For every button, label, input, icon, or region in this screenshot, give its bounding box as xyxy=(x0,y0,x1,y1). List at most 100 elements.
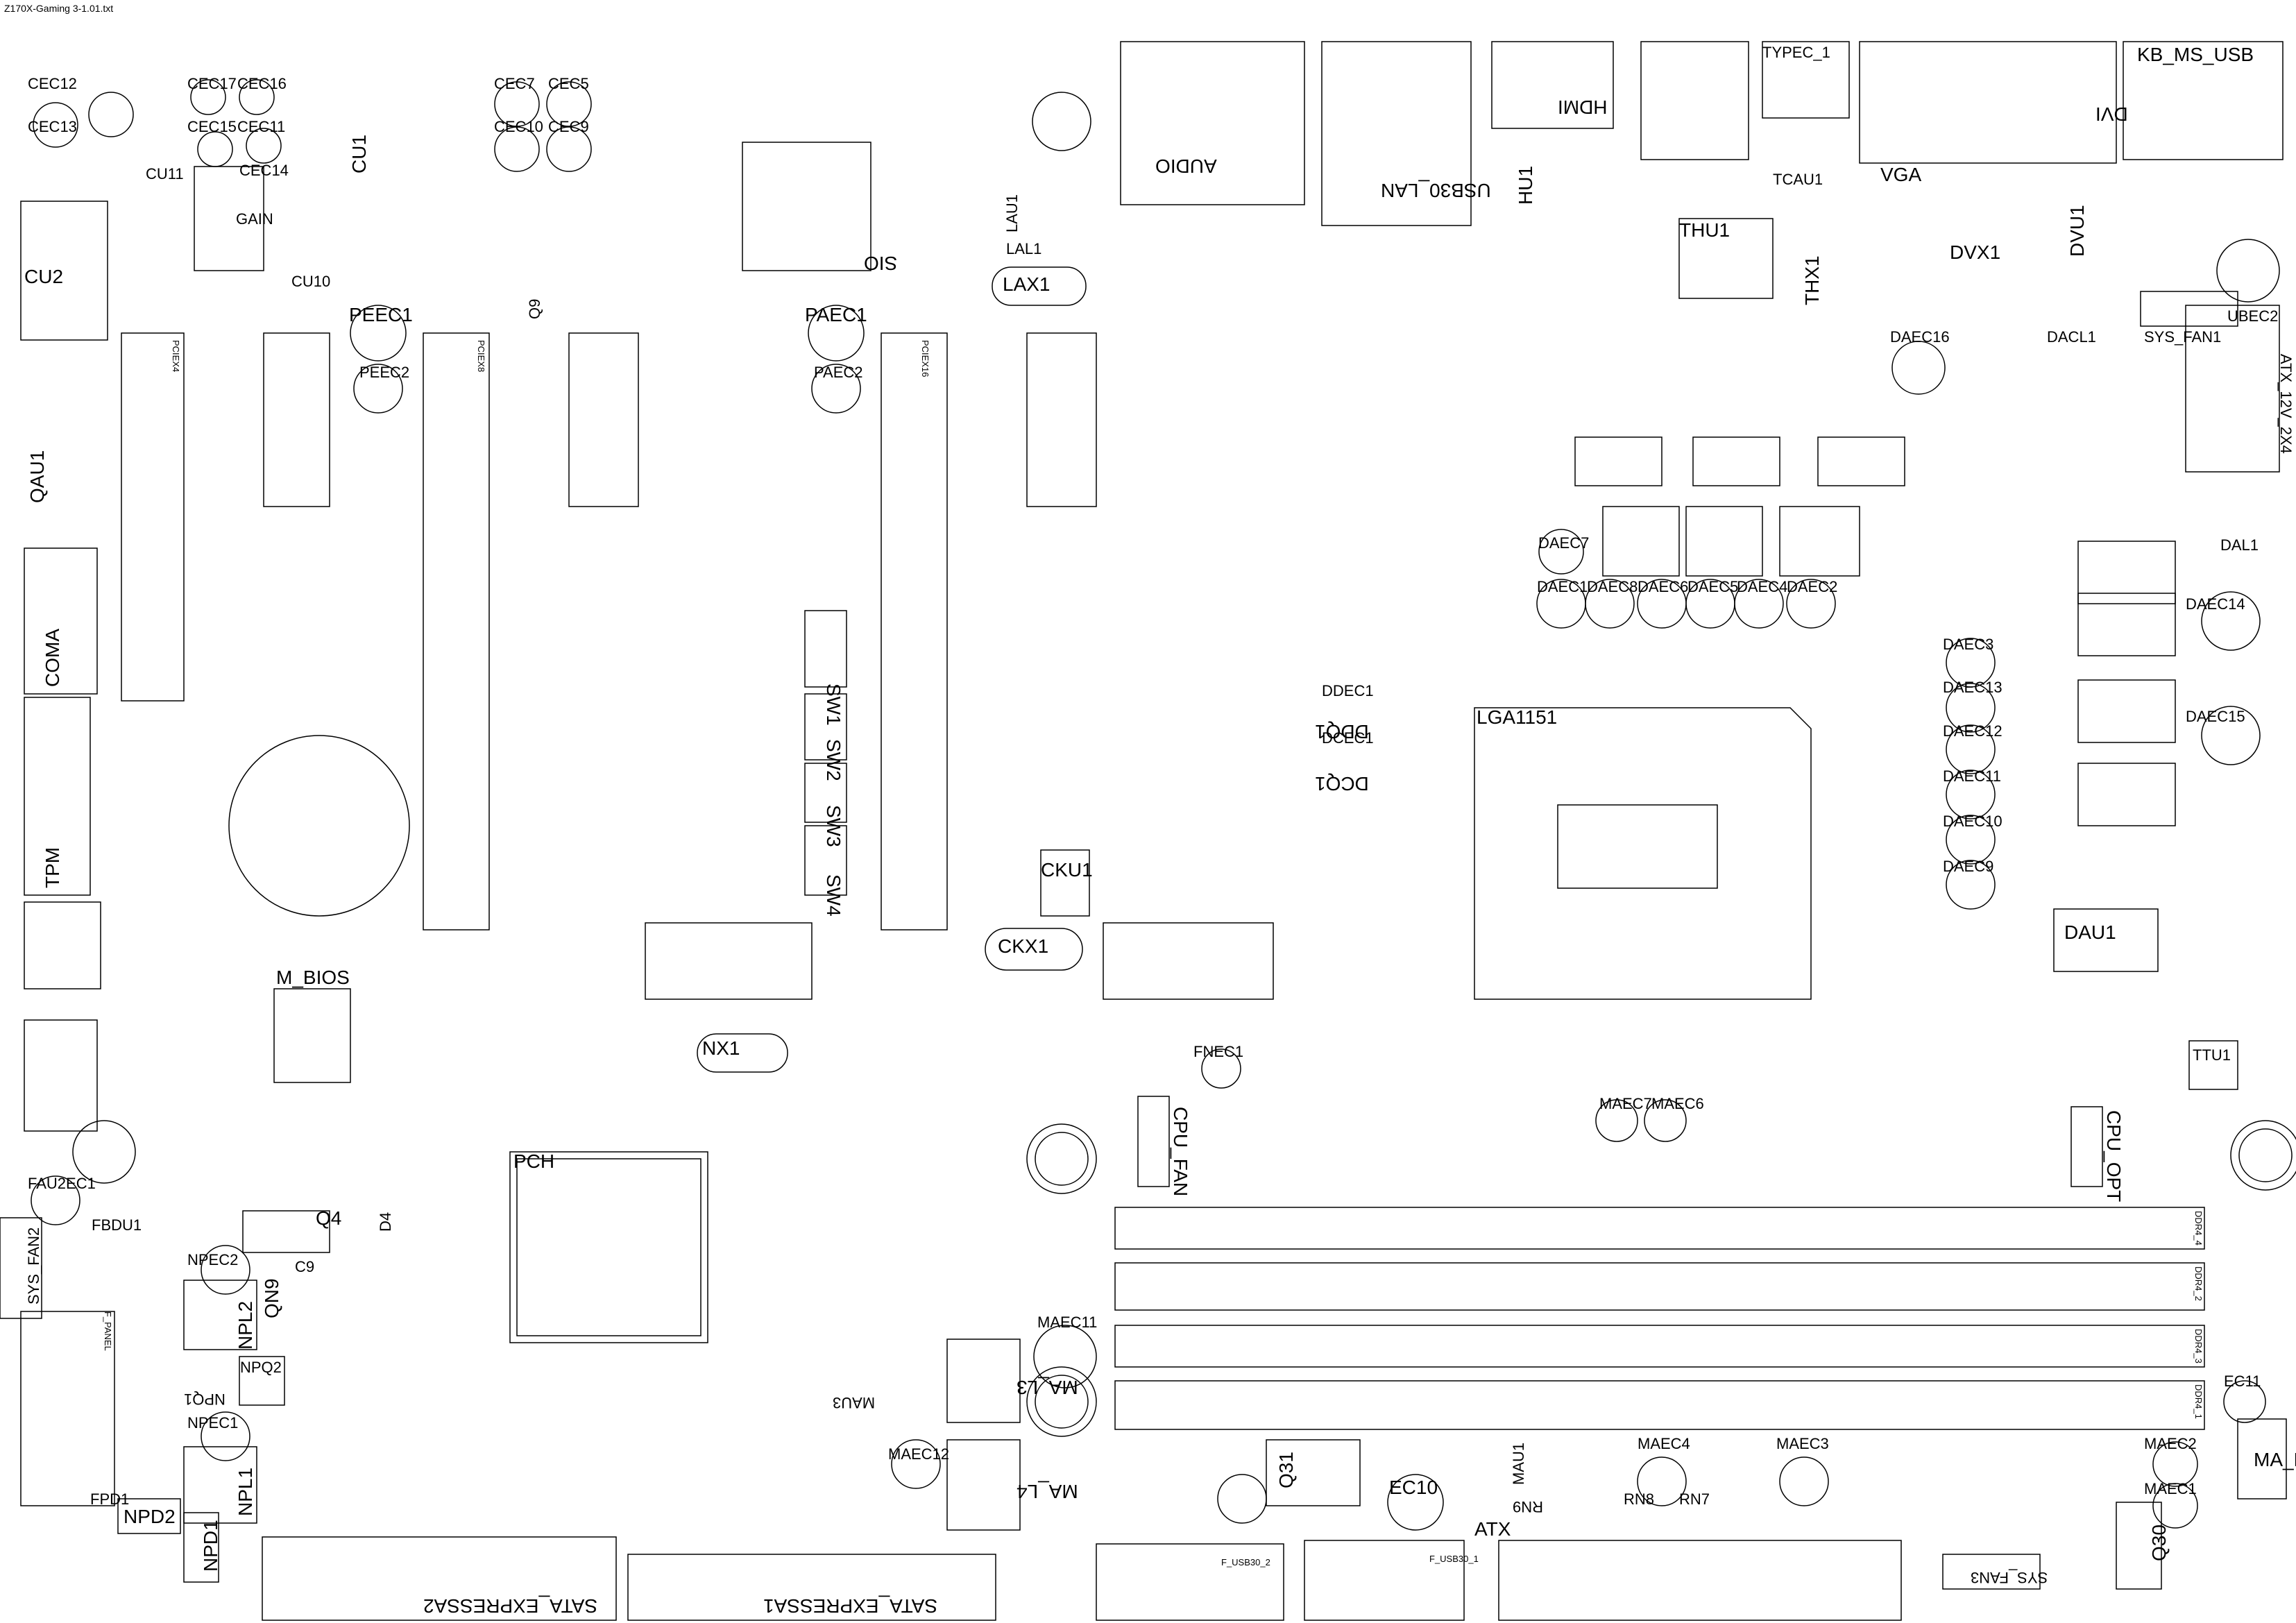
label-thx1: THX1 xyxy=(1801,255,1823,305)
label-cec15: CEC15 xyxy=(187,118,237,135)
npl2-block xyxy=(183,1280,257,1350)
cap-cec5 xyxy=(546,81,592,127)
ma-l3-block xyxy=(946,1339,1021,1423)
mount-hole-2 xyxy=(1035,1132,1089,1186)
cap-ec11 xyxy=(2223,1380,2266,1423)
cap-cec17 xyxy=(190,79,226,115)
cpu-center xyxy=(1557,804,1718,889)
cap-maec4 xyxy=(1637,1456,1687,1506)
cap-paec1 xyxy=(808,305,865,362)
pcie-slot-x4 xyxy=(121,332,185,702)
cap-daec9 xyxy=(1946,860,1996,910)
label-d4: D4 xyxy=(377,1212,394,1232)
pcie-switch-1 xyxy=(645,922,813,1000)
cap-maec11 xyxy=(1033,1325,1097,1388)
label-ddr4-1: DDR4_1 xyxy=(2193,1384,2204,1419)
mount-hole-1 xyxy=(1026,1123,1097,1194)
label-fnec1: FNEC1 xyxy=(1193,1043,1244,1060)
atx-connector xyxy=(1498,1540,1902,1621)
label-paec2: PAEC2 xyxy=(814,364,863,381)
label-lau1: LAU1 xyxy=(1003,194,1021,232)
label-daec4: DAEC4 xyxy=(1737,578,1788,595)
label-cec14: CEC14 xyxy=(239,162,289,179)
label-q30: Q30 xyxy=(2148,1524,2170,1561)
label-rn8: RN8 xyxy=(1624,1490,1655,1508)
label-dal1: DAL1 xyxy=(2220,536,2259,554)
dd-dl1 xyxy=(1602,506,1680,577)
label-lax1: LAX1 xyxy=(1003,273,1051,295)
label-cec5: CEC5 xyxy=(548,75,589,92)
label-cpu-fan: CPU_FAN xyxy=(1170,1107,1191,1197)
q30-block xyxy=(2116,1502,2162,1590)
label-maec7: MAEC7 xyxy=(1599,1095,1652,1112)
label-typec-1: TYPEC_1 xyxy=(1762,44,1830,61)
label-cec10: CEC10 xyxy=(494,118,543,135)
label-daec10: DAEC10 xyxy=(1943,813,2002,830)
mount-hole-3 xyxy=(2230,1120,2296,1191)
coma-header xyxy=(24,547,98,695)
label-audio: AUDIO xyxy=(1155,155,1217,177)
cap-daec15 xyxy=(2201,706,2261,765)
label-sata-expressa1: SATA_EXPRESSA1 xyxy=(763,1595,938,1617)
label-mau1: MAU1 xyxy=(1510,1442,1527,1485)
label-qau1: QAU1 xyxy=(26,450,48,503)
sys-fan2-header xyxy=(0,1217,42,1319)
label-sw1: SW1 xyxy=(823,683,844,726)
label-dvi: DVI xyxy=(2095,103,2128,125)
label-ubec2: UBEC2 xyxy=(2227,307,2279,325)
label-cku1: CKU1 xyxy=(1041,859,1093,881)
label-dcec1: DCEC1 xyxy=(1322,729,1374,747)
sata-express-2 xyxy=(262,1536,617,1621)
f-usb30-1 xyxy=(1304,1540,1465,1621)
label-rn7: RN7 xyxy=(1679,1490,1710,1508)
f-usb2-header xyxy=(24,901,101,989)
cap-maec3 xyxy=(1779,1456,1829,1506)
label-vga: VGA xyxy=(1880,164,1922,185)
label-npq1: NPQ1 xyxy=(184,1391,226,1408)
label-ddq1: DDQ1 xyxy=(1315,721,1369,742)
cap-maec6 xyxy=(1644,1099,1687,1142)
label-ddr4-2: DDR4_2 xyxy=(2193,1266,2204,1301)
label-q9: Q9 xyxy=(526,298,543,319)
q31-block xyxy=(1266,1439,1361,1506)
cap-paec2 xyxy=(811,364,861,414)
label-pcie16: PCIEX16 xyxy=(920,340,930,377)
mount-hole-4 xyxy=(2238,1128,2293,1182)
m-bios-chip xyxy=(273,988,351,1083)
cap-lan xyxy=(1032,92,1091,151)
cap-daec14 xyxy=(2201,591,2261,651)
label-maec11: MAEC11 xyxy=(1037,1314,1098,1331)
label-daec11: DAEC11 xyxy=(1943,767,2001,785)
sw1-switch xyxy=(804,610,847,688)
lax1-crystal xyxy=(992,266,1087,306)
ddr4-slot-2 xyxy=(1114,1262,2205,1311)
f-usb1-header xyxy=(24,1019,98,1132)
label-f-usb30-1: F_USB30_1 xyxy=(1429,1554,1479,1564)
label-sw4: SW4 xyxy=(823,874,844,917)
r-usb30-block xyxy=(1640,41,1749,160)
label-npd1: NPD1 xyxy=(200,1520,221,1572)
label-sys-fan3: SYS_FAN3 xyxy=(1971,1569,2048,1586)
cap-fnec1 xyxy=(1201,1048,1241,1089)
cap-ec10 xyxy=(1387,1474,1444,1531)
label-ttu1: TTU1 xyxy=(2193,1046,2231,1064)
cap-cec11 xyxy=(246,128,282,164)
pcie-x1-b xyxy=(568,332,639,507)
cap-npec2 xyxy=(201,1245,250,1295)
label-kb-ms-usb: KB_MS_USB xyxy=(2137,44,2254,65)
label-cec16: CEC16 xyxy=(237,75,287,92)
typec-block xyxy=(1762,41,1850,119)
label-dvx1: DVX1 xyxy=(1950,241,2001,263)
label-sw3: SW3 xyxy=(823,805,844,847)
label-maec1: MAEC1 xyxy=(2144,1480,2197,1497)
dc-dq2 xyxy=(1692,436,1780,486)
cpu-opt-header xyxy=(2070,1106,2103,1187)
ddr4-slot-3 xyxy=(1114,1325,2205,1368)
label-ma-l3: MA_L3 xyxy=(1017,1377,1078,1398)
sw2-switch xyxy=(804,693,847,760)
ttu1-block xyxy=(2188,1040,2238,1090)
label-daec1: DAEC1 xyxy=(1537,578,1588,595)
cap-daec11 xyxy=(1946,770,1996,819)
npd2-block xyxy=(117,1498,181,1534)
npd1-block xyxy=(183,1512,219,1583)
